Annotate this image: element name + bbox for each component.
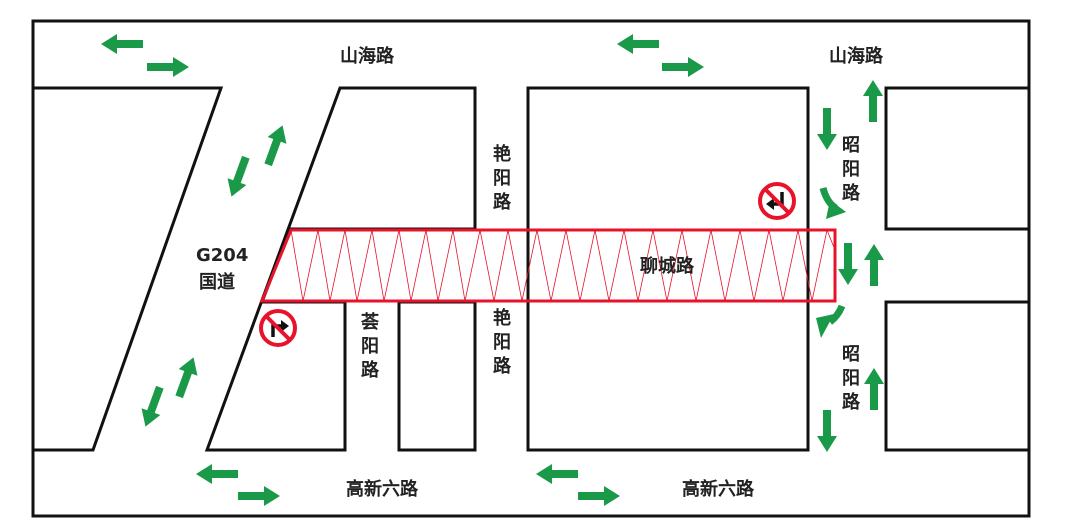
no-right-turn-sign-icon bbox=[259, 309, 297, 347]
road-label-yanyang-upper: 艳阳路 bbox=[493, 144, 511, 213]
arrow-south-icon bbox=[838, 243, 858, 285]
arrow-west-icon bbox=[617, 34, 659, 54]
road-label-yanyang-lower: 艳阳路 bbox=[493, 308, 511, 377]
road-label-shanhai-left: 山海路 bbox=[340, 46, 394, 67]
road-label-zhaoyang-lower: 昭阳路 bbox=[842, 344, 860, 413]
road-label-gaoxinliu-right: 高新六路 bbox=[682, 479, 754, 500]
arrow-southwest-icon bbox=[222, 153, 256, 201]
block-northeast bbox=[884, 86, 1031, 231]
block-southeast bbox=[884, 300, 1031, 452]
arrow-south-icon bbox=[817, 108, 837, 150]
road-label-gaoxinliu-left: 高新六路 bbox=[346, 479, 418, 500]
curve-arrowhead-upper-icon bbox=[826, 200, 846, 219]
arrow-west-icon bbox=[536, 464, 578, 484]
road-label-huiyang: 荟阳路 bbox=[361, 312, 379, 381]
block-west bbox=[31, 86, 224, 452]
road-label-zhaoyang-upper: 昭阳路 bbox=[842, 135, 860, 204]
road-closure-zone bbox=[259, 228, 837, 303]
arrow-west-icon bbox=[101, 34, 143, 54]
arrow-east-icon bbox=[147, 57, 189, 77]
road-label-g204-line2: 国道 bbox=[199, 272, 235, 293]
road-label-g204-line1: G204 bbox=[196, 245, 249, 266]
arrow-east-icon bbox=[578, 486, 620, 506]
arrow-north-icon bbox=[864, 368, 884, 410]
road-label-shanhai-right: 山海路 bbox=[829, 46, 883, 67]
arrow-north-icon bbox=[864, 244, 884, 286]
arrow-east-icon bbox=[238, 486, 280, 506]
curve-arrowhead-lower-icon bbox=[816, 314, 834, 338]
block-center bbox=[526, 86, 810, 452]
arrow-west-icon bbox=[196, 464, 238, 484]
arrow-northeast-icon bbox=[169, 353, 203, 401]
curve-arrow-lower-icon bbox=[827, 304, 846, 325]
city-blocks bbox=[31, 86, 1031, 452]
road-label-liaocheng: 聊城路 bbox=[640, 256, 694, 277]
arrow-south-icon bbox=[817, 410, 837, 452]
arrow-southwest-icon bbox=[136, 383, 170, 431]
block-g204-east bbox=[204, 86, 477, 452]
block-huiyang-east bbox=[397, 300, 477, 452]
no-left-turn-sign-icon bbox=[758, 182, 796, 220]
arrow-east-icon bbox=[662, 57, 704, 77]
arrow-north-icon bbox=[863, 80, 883, 122]
arrow-northeast-icon bbox=[258, 121, 292, 169]
